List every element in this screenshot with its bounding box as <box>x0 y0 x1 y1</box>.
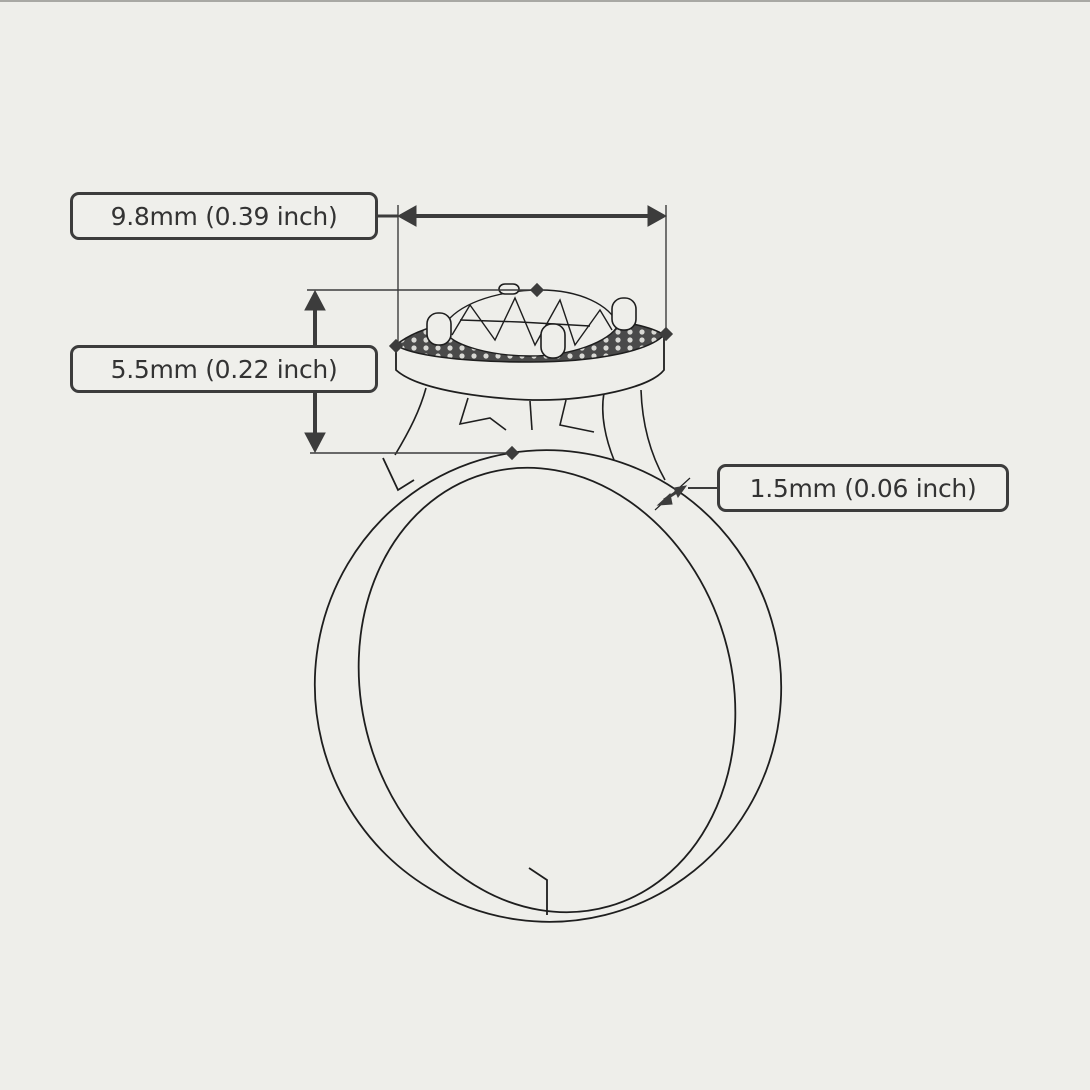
reference-points <box>388 282 674 461</box>
prongs <box>426 283 637 359</box>
top-border <box>0 0 1090 2</box>
height-dimension-label: 5.5mm (0.22 inch) <box>70 345 378 393</box>
shank-shoulders <box>394 387 666 481</box>
width-dimension-label: 9.8mm (0.39 inch) <box>70 192 378 240</box>
dimension-band <box>656 485 718 506</box>
dimension-width <box>378 205 668 345</box>
dimension-height <box>304 289 540 454</box>
band-width-dimension-label: 1.5mm (0.06 inch) <box>717 464 1009 512</box>
